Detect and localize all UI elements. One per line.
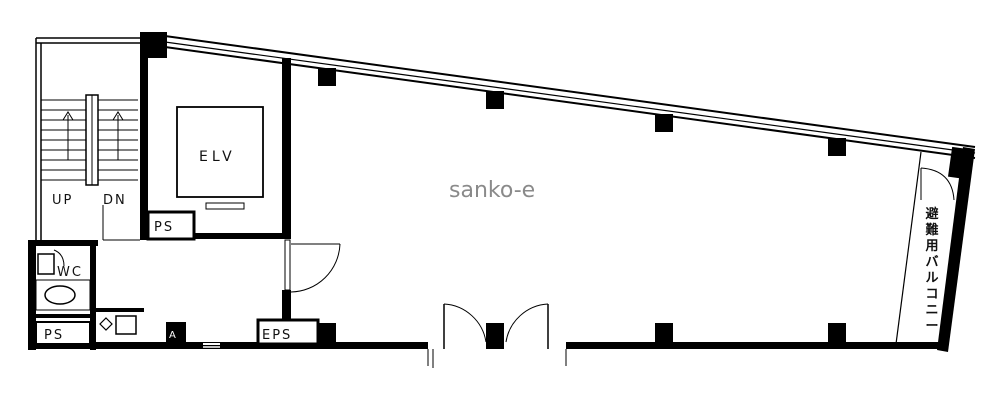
pipe-space-top-label: PS: [154, 220, 174, 235]
column-bottom-2: [486, 323, 504, 345]
column-top-3: [655, 114, 673, 132]
column-bottom-4: [828, 323, 846, 345]
faucet-icon: [99, 317, 113, 331]
wall-core-right: [282, 58, 291, 238]
door-bottom-left: [427, 303, 487, 368]
electric-pipe-space-label: EPS: [262, 328, 292, 343]
pipe-space-bottom-label: PS: [44, 328, 64, 343]
wall-elv-hall: [140, 233, 291, 239]
kitchenette-sink: [115, 315, 137, 335]
elevator-label: ELV: [199, 149, 236, 165]
balcony-door-swing: [920, 167, 955, 201]
wc-tank: [37, 253, 55, 275]
wc-partition: [36, 314, 92, 318]
fire-equipment-block: [166, 322, 186, 344]
svg-text:A: A: [169, 330, 176, 341]
wall-core-left: [140, 32, 148, 240]
stair-up-label: UP: [52, 193, 73, 208]
wall-wc-top: [28, 240, 98, 246]
wc-label: WC: [57, 265, 83, 280]
wc-basin: [44, 285, 76, 305]
column-bottom-3: [655, 323, 673, 345]
stair-down-label: DN: [103, 193, 127, 208]
column-top-1: [318, 68, 336, 86]
pipe-space-bottom: [35, 321, 91, 345]
kitchenette-wall: [96, 308, 144, 312]
column-bottom-1: [318, 323, 336, 345]
entrance-threshold: [203, 343, 220, 348]
wall-wc-left: [28, 240, 36, 350]
pipe-space-top: [146, 210, 196, 241]
column-top-4: [828, 138, 846, 156]
electric-pipe-space: [256, 318, 320, 346]
balcony-wall-block: [947, 146, 971, 180]
wc-door-swing: [53, 249, 65, 267]
watermark: sanko-e: [449, 178, 535, 203]
wall-core-bottom: [28, 342, 148, 349]
evacuation-balcony: [895, 151, 964, 345]
column-top-2: [486, 91, 504, 109]
elevator-door: [205, 202, 245, 210]
balcony-label: 避難用バルコニー: [924, 206, 938, 334]
elevator-car: [176, 106, 264, 198]
door-bottom-right: [504, 303, 567, 366]
wall-core-right-lower: [282, 290, 291, 324]
door-hall-office: [284, 239, 341, 293]
wall-wc-right: [90, 240, 96, 350]
stair-enclosure: [35, 37, 140, 240]
wall-right: [937, 147, 975, 352]
